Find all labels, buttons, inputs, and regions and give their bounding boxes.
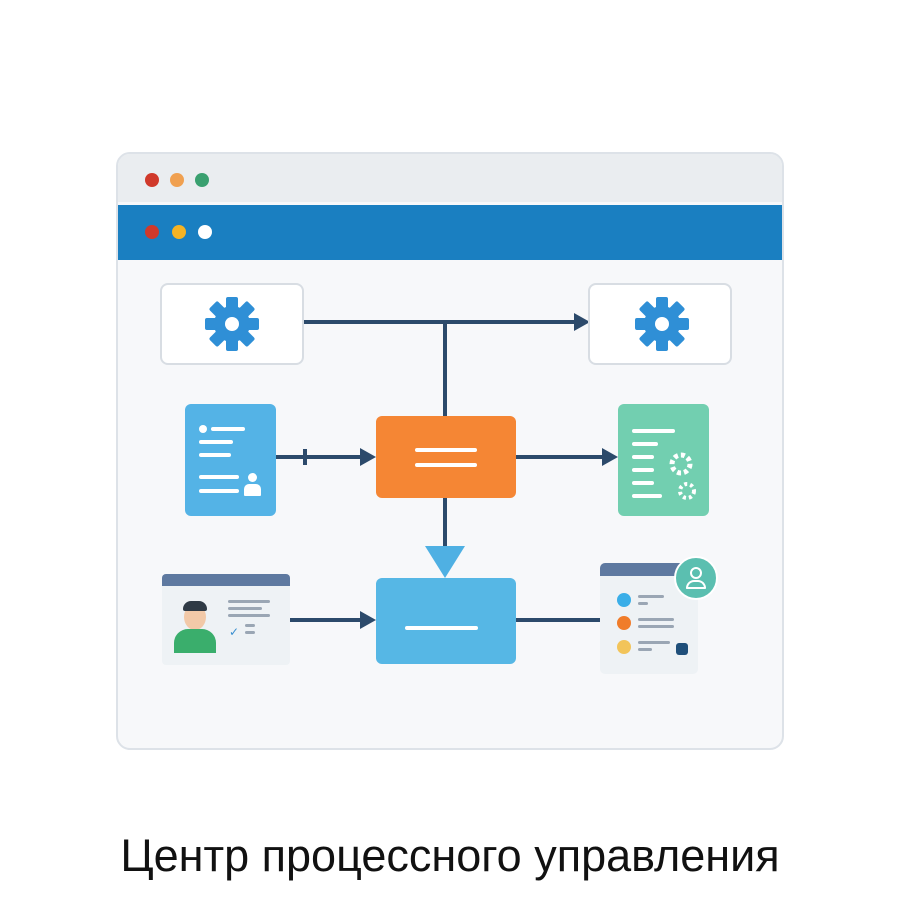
text-line: [638, 618, 674, 621]
person-hair: [183, 601, 207, 611]
text-line: [199, 475, 239, 479]
gear-icon: [205, 297, 259, 351]
user-head: [248, 473, 257, 482]
text-line: [638, 641, 670, 644]
text-line: [632, 494, 662, 498]
text-line: [199, 453, 231, 457]
status-dot-orange: [617, 616, 631, 630]
gear-node-right[interactable]: [588, 283, 732, 365]
close-dot[interactable]: [145, 173, 159, 187]
status-dot-blue: [617, 593, 631, 607]
header-dot-yellow: [172, 225, 186, 239]
card-header: [162, 574, 290, 586]
process-node-main[interactable]: [376, 416, 516, 498]
avatar-icon[interactable]: [674, 556, 718, 600]
user-profile-card-icon[interactable]: [600, 563, 698, 674]
text-line: [415, 463, 477, 467]
text-line: [638, 595, 664, 598]
title-bar: [118, 154, 782, 202]
gear-icon: [669, 452, 696, 500]
process-node-secondary[interactable]: [376, 578, 516, 664]
maximize-dot[interactable]: [195, 173, 209, 187]
check-icon: ✓: [229, 625, 240, 639]
text-line: [632, 481, 654, 485]
person-body: [174, 629, 216, 653]
gear-node-left[interactable]: [160, 283, 304, 365]
text-line: [415, 448, 477, 452]
status-dot-yellow: [617, 640, 631, 654]
gear-icon: [635, 297, 689, 351]
card-header: [600, 563, 698, 576]
text-line: [405, 626, 478, 630]
text-line: [638, 602, 648, 605]
bullet: [199, 425, 207, 433]
text-line: [638, 625, 674, 628]
shield-check-icon: [676, 643, 688, 655]
text-line: [199, 440, 233, 444]
text-line: [245, 624, 255, 627]
text-line: [228, 607, 262, 610]
text-line: [632, 429, 675, 433]
text-line: [199, 489, 239, 493]
text-line: [228, 614, 270, 617]
text-line: [228, 600, 270, 603]
text-line: [632, 442, 658, 446]
text-line: [245, 631, 255, 634]
arrowhead: [360, 611, 376, 629]
arrowhead: [360, 448, 376, 466]
text-line: [638, 648, 652, 651]
arrowhead: [574, 313, 590, 331]
arrowhead: [602, 448, 618, 466]
avatar-body: [686, 580, 706, 589]
document-gear-icon[interactable]: [618, 404, 709, 516]
caption: Центр процессного управления: [120, 830, 780, 881]
text-line: [632, 455, 654, 459]
header-dot-white: [198, 225, 212, 239]
user-card-icon[interactable]: ✓: [162, 574, 290, 665]
header-bar: [118, 205, 782, 260]
text-line: [632, 468, 654, 472]
user-body: [244, 484, 261, 496]
minimize-dot[interactable]: [170, 173, 184, 187]
avatar-head: [690, 567, 702, 579]
text-line: [211, 427, 245, 431]
document-user-icon[interactable]: [185, 404, 276, 516]
arrowhead-down: [425, 546, 465, 578]
header-dot-red: [145, 225, 159, 239]
